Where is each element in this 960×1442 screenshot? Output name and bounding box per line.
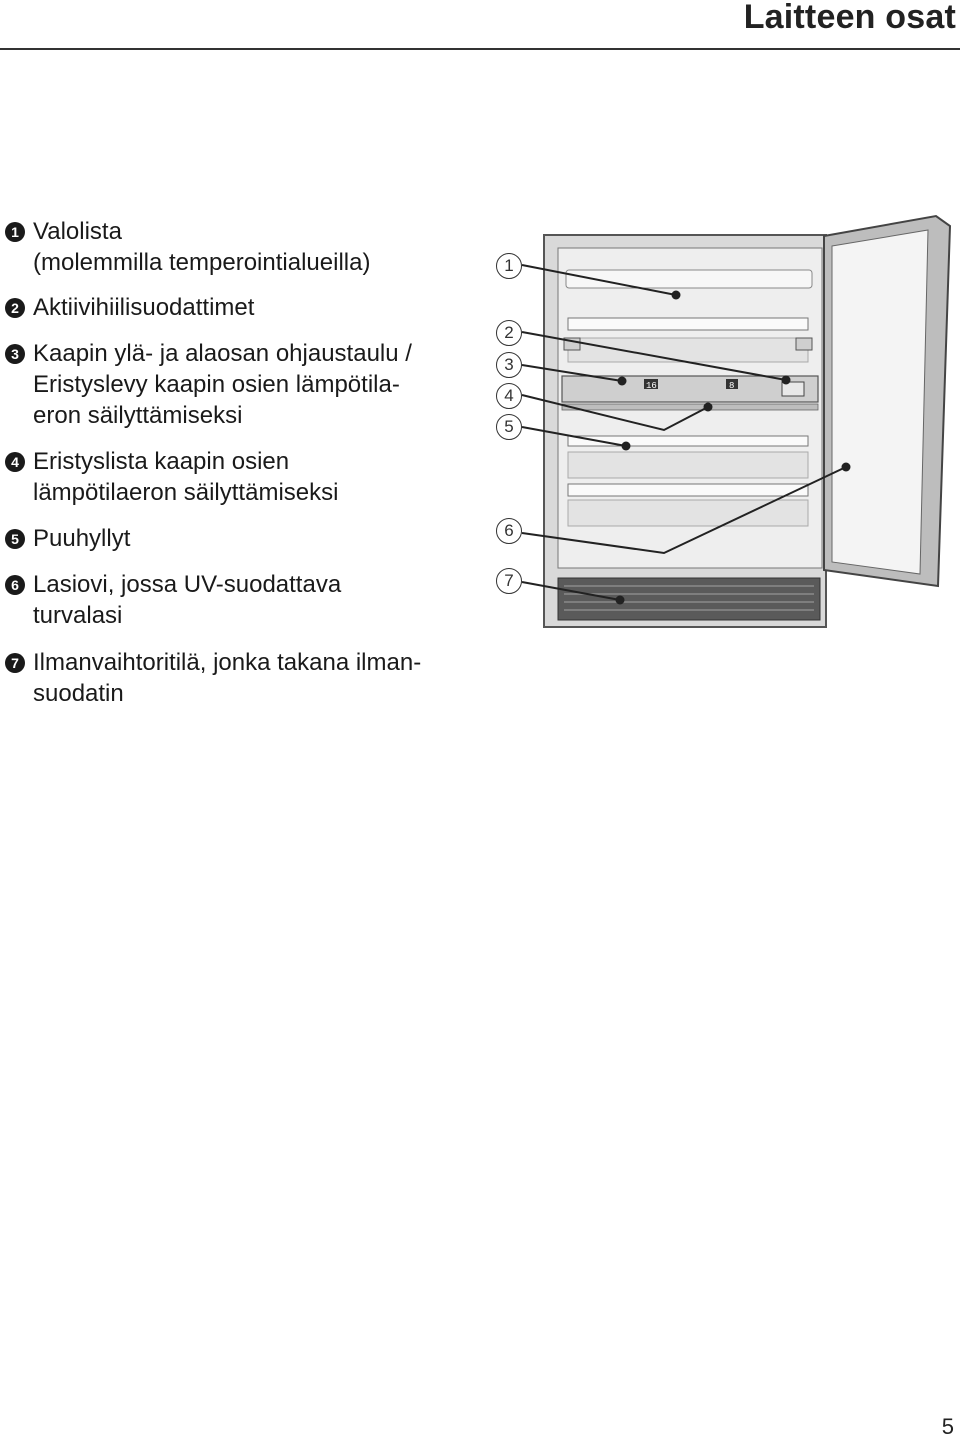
- page-title: Laitteen osat: [743, 0, 956, 36]
- leader-line-6: [521, 466, 847, 555]
- legend-text-6-line-1: Lasiovi, jossa UV-suodattava: [33, 571, 342, 598]
- leader-dots: [615, 290, 851, 605]
- display-upper: [644, 379, 658, 389]
- legend-text-1-line-2: (molemmilla temperointialueilla): [33, 249, 371, 276]
- insulation-plate: [561, 403, 819, 411]
- shelf-lower-2: [567, 451, 809, 479]
- display-lower: [726, 379, 738, 389]
- legend-number-1: 1: [5, 222, 25, 242]
- callout-5: 5: [496, 414, 522, 440]
- shelf-upper-2: [567, 337, 809, 363]
- display-upper-value: 16: [646, 381, 657, 391]
- title-rule: [0, 48, 960, 50]
- legend-text-2-line-1: Aktiivihiilisuodattimet: [33, 294, 255, 321]
- appliance-illustration: 16 8: [521, 214, 952, 628]
- appliance-figure: 16 8: [480, 200, 960, 640]
- display-lower-value: 8: [729, 381, 734, 391]
- legend-text-3-line-2: Eristyslevy kaapin osien lämpötila-: [33, 371, 400, 398]
- glass-door-pane: [831, 229, 929, 575]
- ventilation-grille: [557, 577, 821, 621]
- legend-text-7-line-2: suodatin: [33, 680, 124, 707]
- leader-line-7: [521, 581, 621, 601]
- leader-dot-4: [703, 402, 713, 412]
- callout-3: 3: [496, 352, 522, 378]
- leader-line-3: [521, 364, 623, 382]
- legend-number-6: 6: [5, 575, 25, 595]
- leader-dot-1: [671, 290, 681, 300]
- leader-line-5: [521, 426, 627, 447]
- filter-grille: [781, 381, 805, 397]
- shelf-lower-3: [567, 483, 809, 497]
- legend-text-4-line-2: lämpötilaeron säilyttämiseksi: [33, 479, 339, 506]
- legend-number-7: 7: [5, 653, 25, 673]
- shelf-lower-4: [567, 499, 809, 527]
- legend-text-6-line-2: turvalasi: [33, 602, 123, 629]
- light-strip: [565, 269, 813, 289]
- filter-clip-right: [795, 337, 813, 351]
- callout-6: 6: [496, 518, 522, 544]
- legend-text-1-line-1: Valolista: [33, 218, 122, 245]
- shelf-upper-1: [567, 317, 809, 331]
- ventilation-slats: [564, 585, 814, 611]
- leader-dot-5: [621, 441, 631, 451]
- legend-text-3-line-1: Kaapin ylä- ja alaosan ohjaustaulu /: [33, 340, 412, 367]
- leader-lines: [521, 264, 847, 601]
- leader-dot-3: [617, 376, 627, 386]
- control-panel: [561, 375, 819, 403]
- legend-number-4: 4: [5, 452, 25, 472]
- callout-2: 2: [496, 320, 522, 346]
- legend-text-4-line-1: Eristyslista kaapin osien: [33, 448, 290, 475]
- legend-number-3: 3: [5, 344, 25, 364]
- legend-number-2: 2: [5, 298, 25, 318]
- leader-dot-7: [615, 595, 625, 605]
- leader-line-1: [521, 264, 677, 296]
- legend-text-3-line-3: eron säilyttämiseksi: [33, 402, 243, 429]
- legend-number-5: 5: [5, 529, 25, 549]
- leader-line-4: [521, 394, 709, 432]
- shelf-lower-1: [567, 435, 809, 447]
- callout-1: 1: [496, 253, 522, 279]
- legend-text-5-line-1: Puuhyllyt: [33, 525, 131, 552]
- page-number: 5: [941, 1414, 954, 1439]
- leader-line-2: [521, 331, 787, 381]
- leader-dot-2: [781, 375, 791, 385]
- callout-4: 4: [496, 383, 522, 409]
- legend-text-7-line-1: Ilmanvaihtoritilä, jonka takana ilman-: [33, 649, 422, 676]
- leader-dot-6: [841, 462, 851, 472]
- callout-7: 7: [496, 568, 522, 594]
